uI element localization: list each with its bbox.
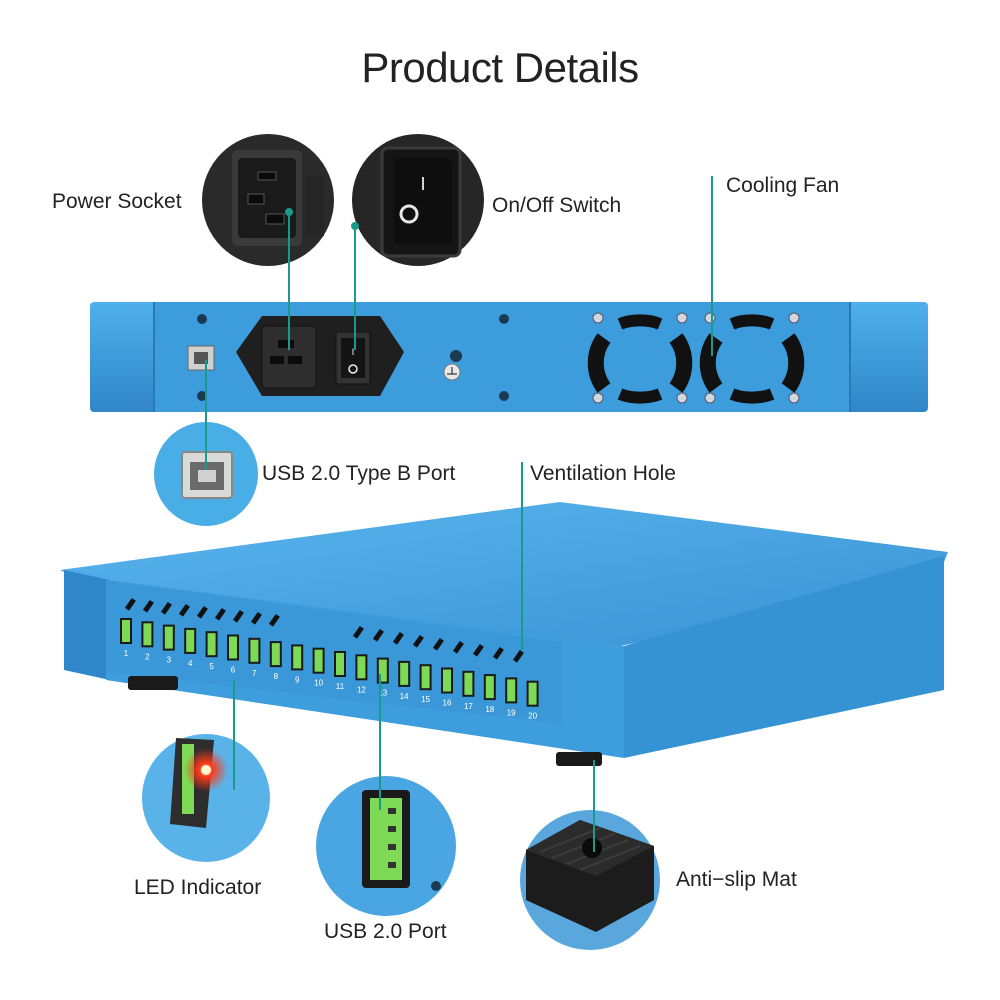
label-onoff-switch: On/Off Switch (492, 194, 622, 217)
usb-port: 1 (120, 618, 132, 658)
usb-port-number: 15 (421, 695, 430, 704)
usb-port: 13 (376, 657, 389, 698)
switch-on-symbol: I (420, 174, 425, 195)
usb-port: 9 (291, 644, 304, 684)
usb-port-number: 14 (400, 692, 409, 701)
usb-port: 20 (526, 680, 539, 721)
usb-port: 7 (248, 637, 261, 678)
usb-port-number: 9 (295, 675, 300, 684)
ground-terminal (443, 350, 462, 381)
usb-port: 16 (441, 667, 453, 708)
usb-port-number: 16 (443, 699, 452, 708)
usb-port: 3 (162, 624, 175, 665)
usb-port: 10 (312, 647, 325, 688)
usb-port-number: 12 (357, 685, 366, 694)
usb-port-number: 6 (231, 666, 236, 675)
label-led-indicator: LED Indicator (134, 876, 262, 899)
usb-port: 4 (184, 627, 197, 668)
label-antislip-mat: Anti−slip Mat (676, 868, 797, 891)
front-vent-slots (124, 597, 524, 663)
usb-port-number: 19 (507, 708, 516, 717)
usb-port: 6 (227, 634, 239, 675)
usb-port-number: 11 (336, 682, 345, 691)
label-usb-b-port: USB 2.0 Type B Port (262, 462, 456, 485)
power-module: I (236, 316, 404, 396)
svg-text:I: I (352, 348, 355, 358)
fan-right (699, 312, 805, 404)
page-title: Product Details (361, 44, 639, 91)
usb-b-port-small (187, 345, 215, 371)
switch-zoom: I (352, 134, 484, 266)
usb-port-number: 7 (252, 669, 257, 678)
usb-port: 17 (462, 670, 475, 711)
usb-port-number: 18 (485, 705, 494, 714)
leader-lines (205, 176, 713, 852)
usb-port: 5 (205, 631, 218, 671)
usb-port-number: 2 (145, 652, 150, 661)
label-ventilation-hole: Ventilation Hole (530, 462, 676, 485)
usb-port: 11 (334, 651, 346, 691)
usb-port-number: 10 (314, 679, 323, 688)
usb-port-number: 13 (378, 689, 387, 698)
label-power-socket: Power Socket (52, 190, 182, 213)
usb-port: 15 (419, 664, 432, 704)
usb-port-number: 8 (274, 672, 279, 681)
usb-port-number: 20 (528, 712, 537, 721)
led-zoom (142, 734, 270, 862)
usb-port: 2 (141, 621, 154, 661)
usb-port: 19 (505, 677, 518, 717)
power-socket-zoom (202, 134, 334, 266)
usb-port-number: 5 (209, 662, 214, 671)
usb-port-number: 1 (124, 649, 129, 658)
usb-port-number: 17 (464, 702, 473, 711)
usb-port-zoom (316, 776, 456, 916)
fan-left (587, 312, 693, 404)
label-cooling-fan: Cooling Fan (726, 174, 840, 197)
usb-port: 12 (355, 654, 368, 694)
usb-port: 14 (398, 660, 411, 701)
rear-panel: I (90, 302, 928, 412)
usb-port: 8 (269, 641, 282, 681)
switch-off-symbol (399, 204, 419, 224)
label-usb-port: USB 2.0 Port (324, 920, 447, 943)
usb-port: 18 (483, 674, 496, 714)
usb-port-number: 4 (188, 659, 193, 668)
usb-port-number: 3 (167, 656, 172, 665)
antislip-zoom (520, 810, 660, 950)
